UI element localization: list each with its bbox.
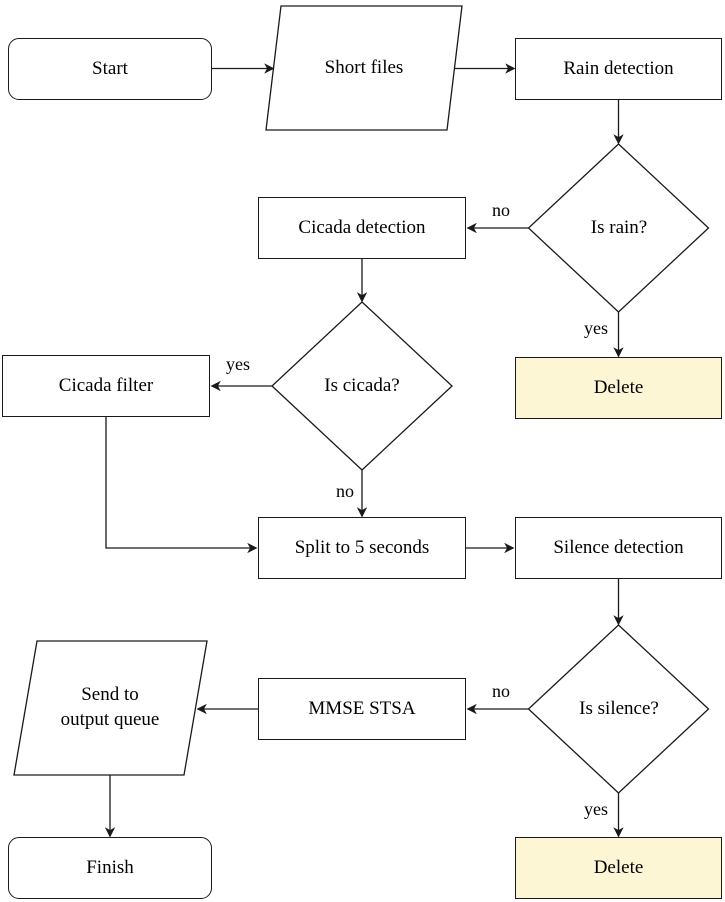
node-cicada-filter-label: Cicada filter xyxy=(58,374,154,396)
node-mmse-stsa-label: MMSE STSA xyxy=(308,697,416,719)
is-rain-diamond xyxy=(527,143,710,313)
node-delete-rain-label: Delete xyxy=(593,376,644,398)
edge-label-is-silence-yes: yes xyxy=(584,799,608,819)
node-finish: Finish xyxy=(8,837,212,899)
short-files-parallelogram xyxy=(265,5,463,131)
node-rain-detection-label: Rain detection xyxy=(563,57,674,79)
edge-label-is-silence-no: no xyxy=(492,681,510,701)
node-delete-rain: Delete xyxy=(515,357,722,419)
node-split-to-5-seconds: Split to 5 seconds xyxy=(258,517,466,579)
node-rain-detection: Rain detection xyxy=(515,38,722,100)
node-cicada-filter: Cicada filter xyxy=(2,355,210,417)
is-cicada-diamond xyxy=(271,301,453,471)
node-delete-silence: Delete xyxy=(515,837,722,899)
send-to-output-queue-parallelogram xyxy=(13,640,208,776)
edge-label-is-rain-no: no xyxy=(492,200,510,220)
node-split-to-5-seconds-label: Split to 5 seconds xyxy=(294,536,430,558)
edge-label-is-cicada-yes: yes xyxy=(226,354,250,374)
node-silence-detection-label: Silence detection xyxy=(553,536,684,558)
edge-label-is-rain-yes: yes xyxy=(584,318,608,338)
node-mmse-stsa: MMSE STSA xyxy=(258,678,466,740)
node-start: Start xyxy=(8,38,212,100)
node-silence-detection: Silence detection xyxy=(515,517,722,579)
node-finish-label: Finish xyxy=(86,856,134,878)
node-cicada-detection-label: Cicada detection xyxy=(298,216,426,238)
is-silence-diamond xyxy=(527,624,710,794)
node-cicada-detection: Cicada detection xyxy=(258,197,466,259)
arrow-cicada-filter-to-split xyxy=(105,417,258,554)
node-start-label: Start xyxy=(92,57,128,79)
node-delete-silence-label: Delete xyxy=(593,856,644,878)
edge-label-is-cicada-no: no xyxy=(336,481,354,501)
